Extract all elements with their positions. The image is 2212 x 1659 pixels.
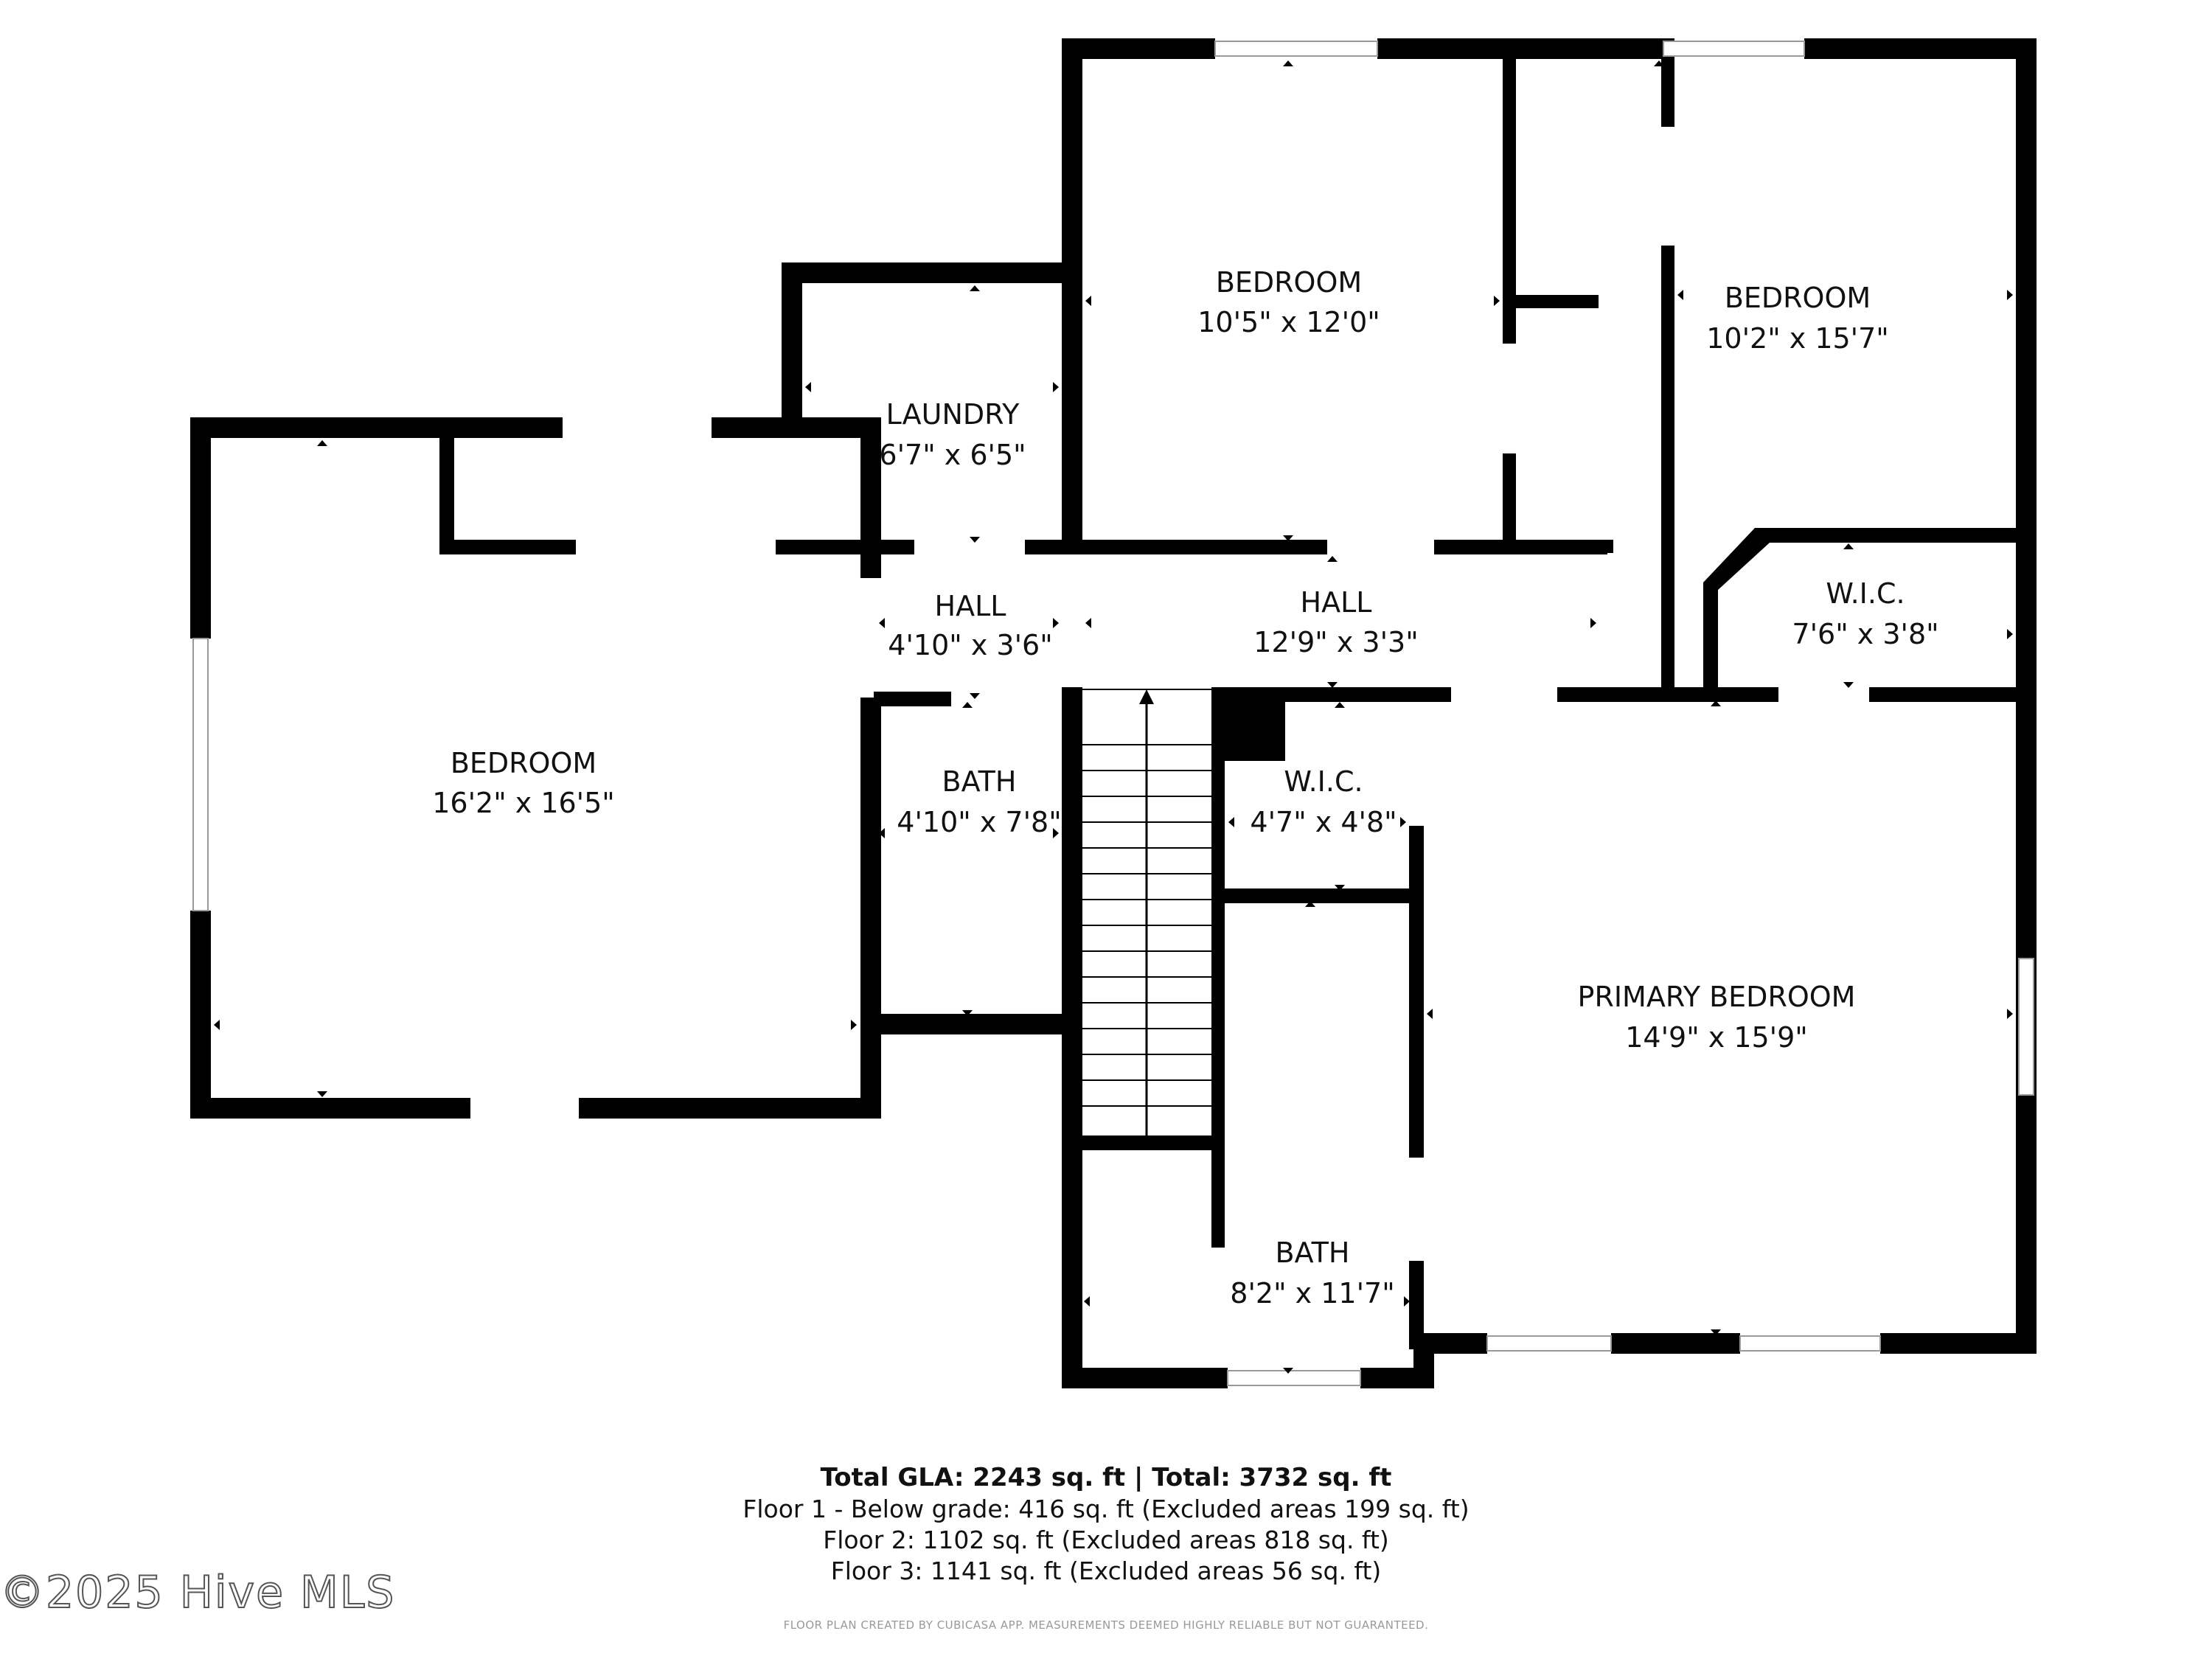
room-dims-primary-bedroom: 14'9" x 15'9" xyxy=(1625,1021,1808,1054)
wall xyxy=(439,435,454,553)
room-dims-hall-small: 4'10" x 3'6" xyxy=(888,629,1052,661)
copyright-watermark: ©2025 Hive MLS xyxy=(0,1566,396,1619)
wall xyxy=(874,692,951,706)
room-name-bedroom-center: BEDROOM xyxy=(1216,266,1362,299)
wall xyxy=(1413,1333,1487,1354)
wall xyxy=(1225,888,1424,903)
room-name-bedroom-left: BEDROOM xyxy=(451,747,597,779)
total-area: Total GLA: 2243 sq. ft | Total: 3732 sq.… xyxy=(820,1463,1392,1492)
wall xyxy=(1503,49,1516,344)
window xyxy=(1486,1335,1612,1352)
wall xyxy=(1077,540,1327,554)
walls xyxy=(190,38,2037,1388)
room-name-wic-right: W.I.C. xyxy=(1826,577,1905,610)
disclaimer-text: FLOOR PLAN CREATED BY CUBICASA APP. MEAS… xyxy=(783,1618,1429,1632)
wall xyxy=(1062,38,1082,547)
room-name-wic-center: W.I.C. xyxy=(1284,765,1363,798)
dimension-ticks xyxy=(214,60,2013,1374)
area-summary: Total GLA: 2243 sq. ft | Total: 3732 sq.… xyxy=(0,1461,2212,1587)
wall xyxy=(1211,687,1225,1248)
window xyxy=(192,638,209,911)
wall xyxy=(860,698,881,1025)
room-dims-bath-lower: 8'2" x 11'7" xyxy=(1230,1277,1394,1310)
room-name-laundry: LAUNDRY xyxy=(886,398,1020,431)
wall xyxy=(874,540,914,554)
room-dims-hall-main: 12'9" x 3'3" xyxy=(1253,626,1418,658)
wall xyxy=(1804,38,2037,59)
wall xyxy=(782,262,802,428)
wall xyxy=(860,1025,881,1119)
wall xyxy=(1557,687,1778,702)
room-name-bedroom-right: BEDROOM xyxy=(1725,282,1871,314)
room-dims-laundry: 6'7" x 6'5" xyxy=(879,439,1026,471)
wall xyxy=(874,1014,1073,1034)
wall xyxy=(190,417,211,639)
wall xyxy=(190,1098,470,1119)
wall xyxy=(1611,1333,1740,1354)
wall xyxy=(782,262,1073,283)
wall xyxy=(1409,826,1424,1158)
room-dims-wic-right: 7'6" x 3'8" xyxy=(1792,618,1938,650)
room-name-bath-lower: BATH xyxy=(1276,1237,1350,1269)
room-dims-bedroom-right: 10'2" x 15'7" xyxy=(1706,322,1889,355)
window xyxy=(1663,41,1805,57)
wall xyxy=(1503,295,1599,308)
wall xyxy=(1661,246,1674,554)
room-dims-bedroom-center: 10'5" x 12'0" xyxy=(1197,306,1380,338)
room-name-hall-small: HALL xyxy=(935,590,1006,622)
wall xyxy=(1062,1368,1228,1388)
window xyxy=(2018,958,2034,1096)
room-name-hall-main: HALL xyxy=(1301,586,1372,619)
window xyxy=(1739,1335,1881,1352)
wall xyxy=(1062,687,1082,1038)
wall xyxy=(1600,540,1613,553)
floor-3-area: Floor 3: 1141 sq. ft (Excluded areas 56 … xyxy=(830,1557,1382,1585)
wall xyxy=(1661,38,1663,40)
room-dims-bath-upper: 4'10" x 7'8" xyxy=(897,806,1061,838)
wall xyxy=(1409,1261,1424,1349)
floor-2-area: Floor 2: 1102 sq. ft (Excluded areas 818… xyxy=(823,1526,1389,1554)
room-dims-bedroom-left: 16'2" x 16'5" xyxy=(432,787,615,819)
wall xyxy=(1413,1349,1434,1388)
room-dims-wic-center: 4'7" x 4'8" xyxy=(1250,806,1397,838)
wall xyxy=(1503,453,1516,542)
wall xyxy=(190,417,563,438)
wall xyxy=(1661,38,1674,127)
wall xyxy=(1062,38,1215,59)
wall xyxy=(1703,528,1770,697)
wall xyxy=(579,1098,881,1119)
room-name-primary-bedroom: PRIMARY BEDROOM xyxy=(1578,981,1856,1013)
floor-1-area: Floor 1 - Below grade: 416 sq. ft (Exclu… xyxy=(742,1495,1470,1523)
staircase xyxy=(1082,689,1211,1139)
wall xyxy=(1062,1135,1220,1150)
room-name-bath-upper: BATH xyxy=(942,765,1017,798)
wall xyxy=(1869,687,2028,702)
wall xyxy=(1504,540,1607,554)
stair-post xyxy=(1211,687,1285,761)
wall xyxy=(1516,38,1663,59)
wall xyxy=(1661,540,1674,698)
wall xyxy=(776,540,860,554)
windows xyxy=(192,41,2034,1386)
wall xyxy=(1880,1333,2037,1354)
window xyxy=(1227,1370,1361,1386)
wall xyxy=(439,540,576,554)
wall xyxy=(1755,528,2028,543)
window xyxy=(1214,41,1378,57)
wall xyxy=(1062,1034,1082,1388)
wall xyxy=(190,911,211,1119)
stair-arrow-icon xyxy=(1139,689,1154,704)
